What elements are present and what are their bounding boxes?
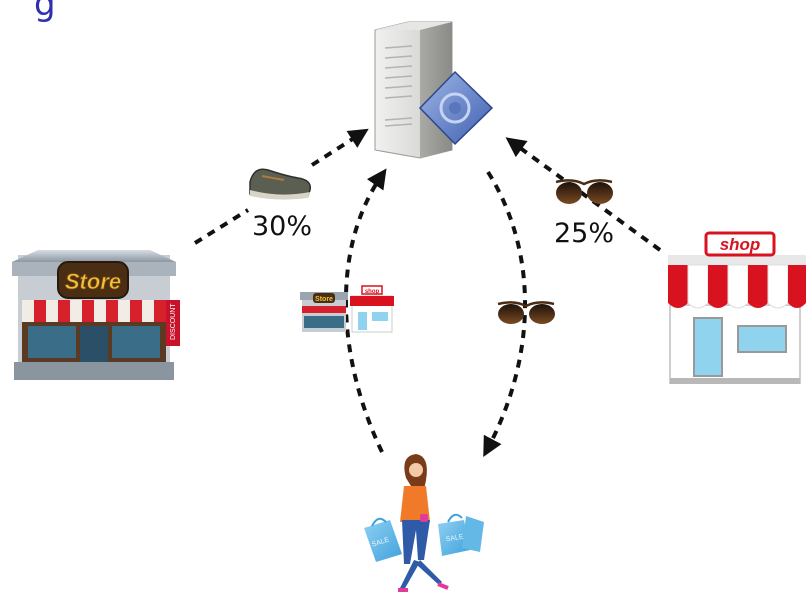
sunglasses-discount-label: 25% xyxy=(554,218,615,249)
mini-shop-sign: shop xyxy=(365,289,380,295)
store-sign: Store xyxy=(65,269,121,294)
arrow-server-to-shopper xyxy=(483,170,527,458)
mini-store-sign: Store xyxy=(315,296,333,303)
shop-icon: shop xyxy=(668,231,806,384)
shopper-icon: SALE SALE xyxy=(364,454,484,592)
store-icon: Store DISCOUNT xyxy=(12,250,180,380)
mini-shops-icon: Store shop xyxy=(300,285,394,333)
bag-right-label: SALE xyxy=(445,533,464,543)
sunglasses-icon-2 xyxy=(497,301,555,324)
arrow-store-to-server xyxy=(193,208,250,245)
heading-fragment: g xyxy=(34,0,56,24)
shopping-bag-right: SALE xyxy=(438,513,484,556)
shoe-icon xyxy=(249,168,311,200)
arrow-shop-to-server xyxy=(505,137,662,252)
sunglasses-icon xyxy=(555,179,613,204)
shop-sign: shop xyxy=(720,235,761,254)
shopping-bag-left: SALE xyxy=(364,517,402,562)
shoe-discount-label: 30% xyxy=(252,211,313,242)
arrow-shoe-to-server xyxy=(310,128,369,167)
gear-box-icon xyxy=(418,70,494,146)
server-icon xyxy=(374,21,494,159)
store-banner: DISCOUNT xyxy=(170,303,177,340)
